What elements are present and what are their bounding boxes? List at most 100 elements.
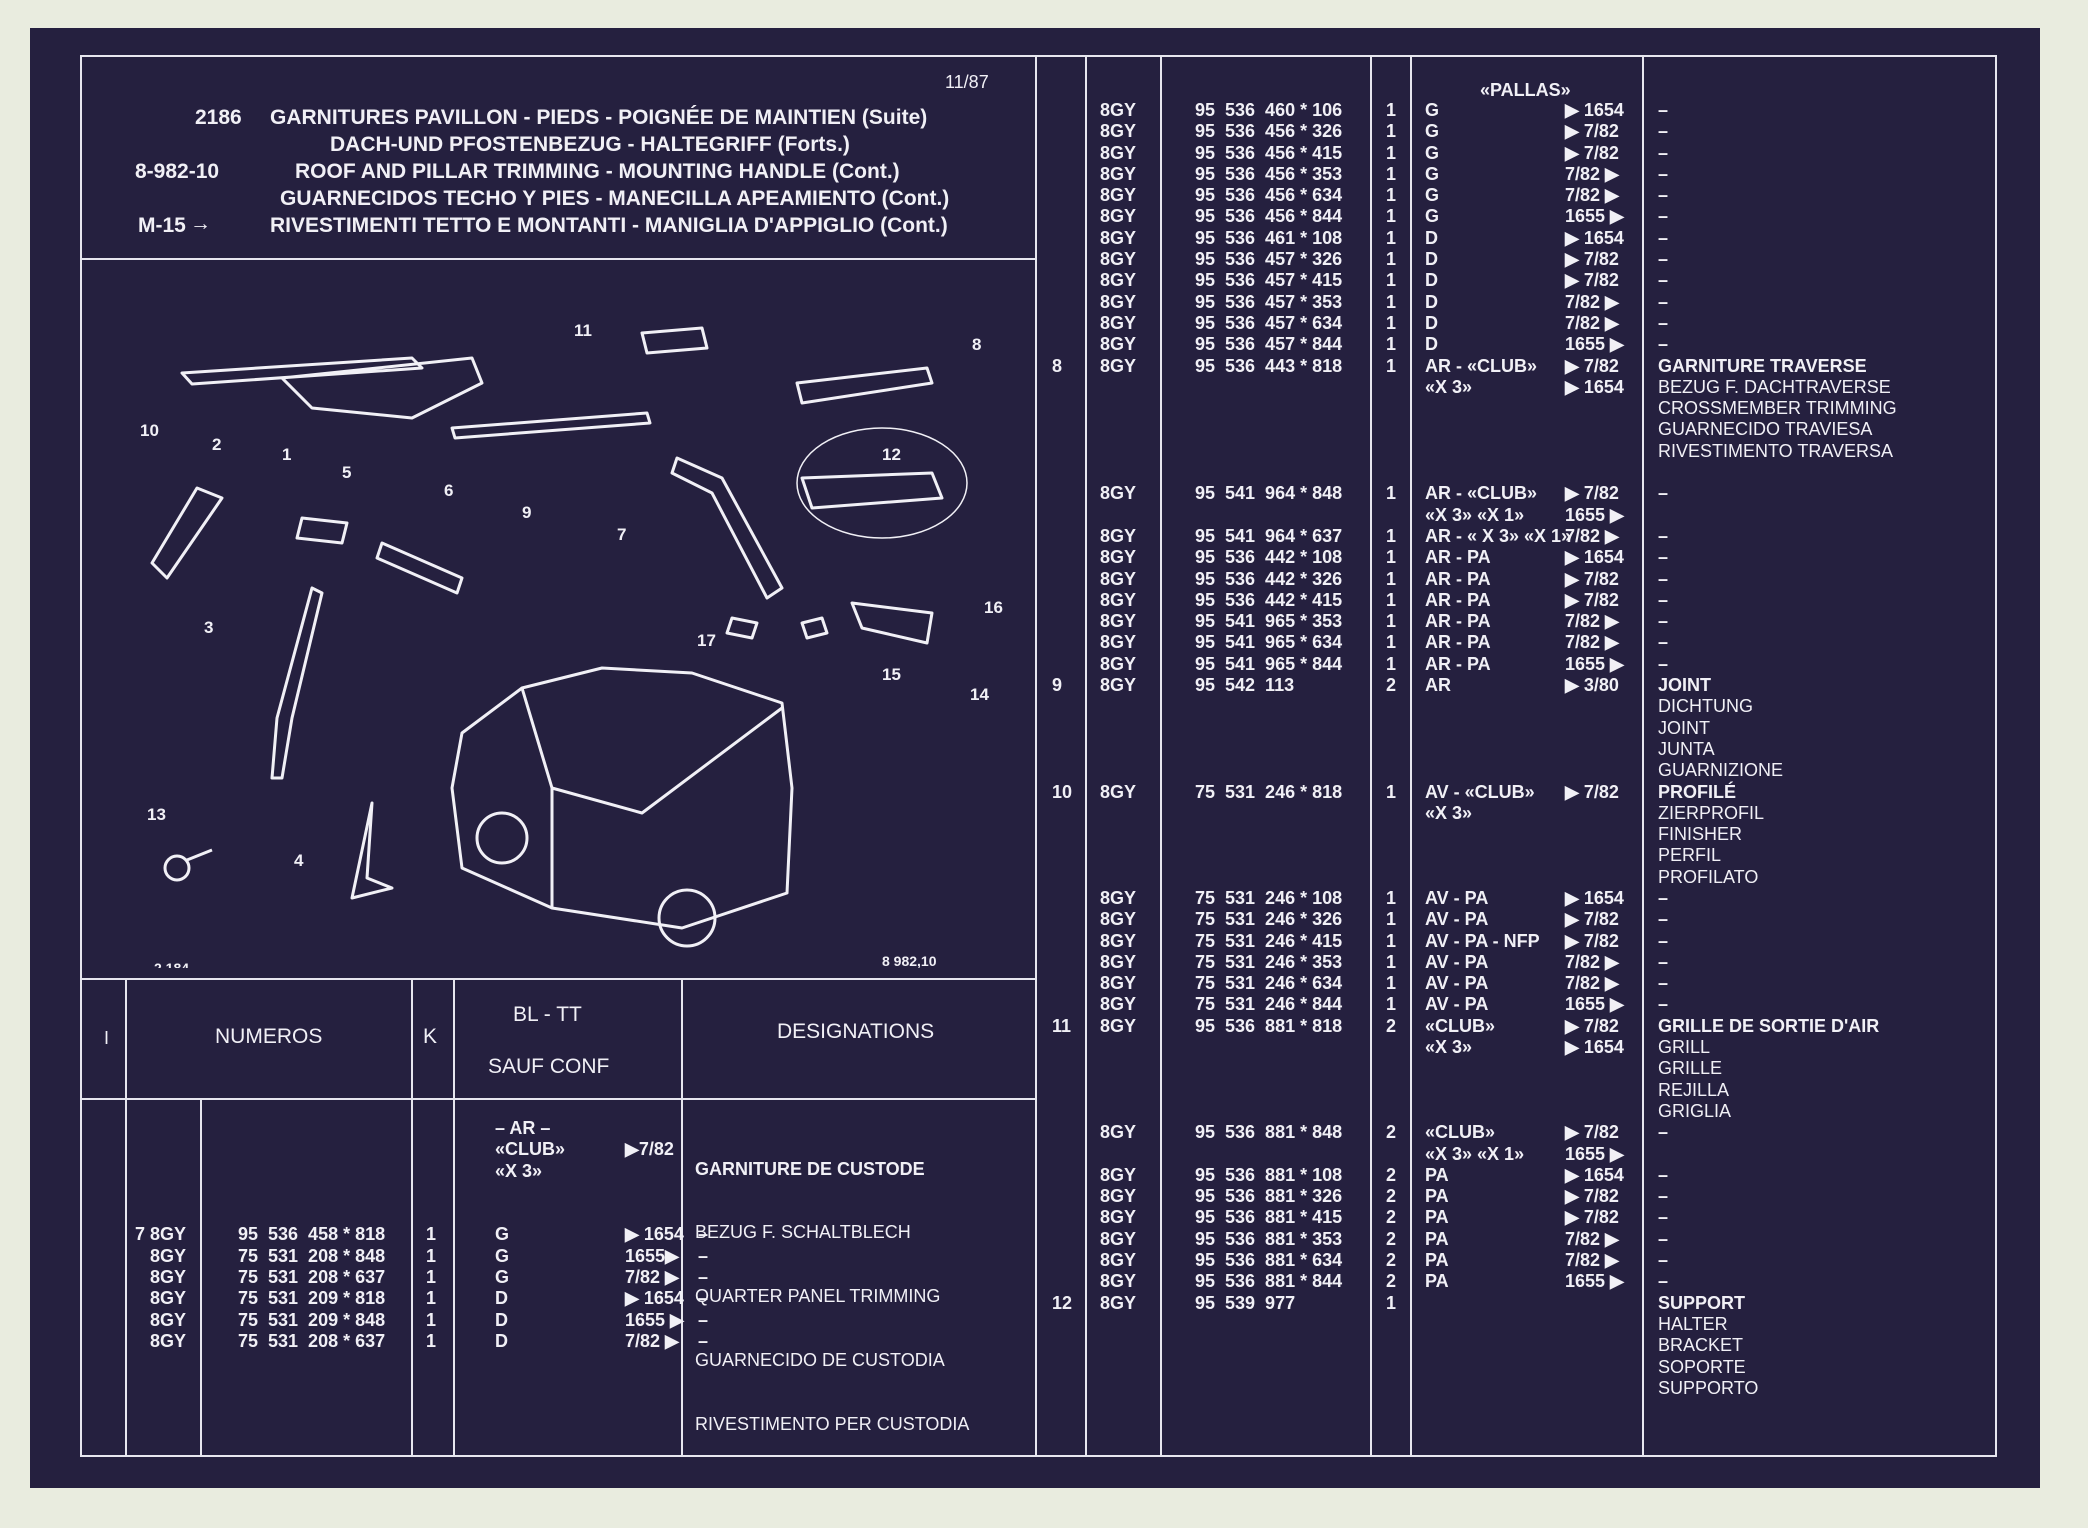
cell-pfx: 8GY (150, 1309, 187, 1330)
cell-date: 7/82 ▶ (1565, 312, 1619, 333)
cell-des: HALTER (1658, 1313, 1728, 1334)
table-row: «X 3» (30, 1161, 1035, 1182)
table-row: «CLUB» ▶7/82 (30, 1139, 1035, 1160)
cell-date: ▶ 7/82 (1565, 568, 1619, 589)
cell-k: 1 (1386, 547, 1397, 568)
cell-pfx: 8GY (1100, 547, 1137, 568)
cell-des: – (698, 1245, 709, 1266)
header-title-fr: GARNITURES PAVILLON - PIEDS - POIGNÉE DE… (270, 106, 928, 129)
screw-part (725, 616, 759, 640)
cell-i: 10 (1052, 781, 1073, 802)
table-row: «X 3» «X 1»1655 ▶ (30, 505, 2040, 526)
cell-num: 95 536 881 * 844 (1195, 1271, 1343, 1292)
cell-des: – (1658, 1271, 1669, 1292)
cell-pfx: 8GY (1100, 1228, 1137, 1249)
cell-conf: AV - PA - NFP (1425, 930, 1540, 951)
col-rule (1370, 57, 1372, 1455)
cell-conf: D (1425, 270, 1438, 291)
cell-des: PROFILÉ (1658, 781, 1737, 802)
cell-des: – (1658, 1186, 1669, 1207)
cell-conf: G (1425, 185, 1440, 206)
diagram-callout: 3 (204, 618, 213, 637)
cell-des: GUARNECIDO TRAVIESA (1658, 419, 1873, 440)
cell-num: 95 541 965 * 844 (1195, 653, 1343, 674)
cell-num: 95 542 113 (1195, 675, 1295, 696)
left-designation-block: GARNITURE DE CUSTODE BEZUG F. SCHALTBLEC… (695, 1116, 969, 1478)
diagram-callout: 17 (697, 631, 716, 650)
table-row: GUARNIZIONE (30, 760, 2040, 781)
cell-date: 1655 ▶ (1565, 334, 1624, 355)
col-rule (681, 978, 683, 1455)
cell-des: – (1658, 909, 1669, 930)
cell-num: 95 539 977 (1195, 1292, 1296, 1313)
cell-conf: «CLUB» (495, 1139, 566, 1160)
handle-part (850, 601, 934, 645)
cell-date: ▶ 7/82 (1565, 589, 1619, 610)
cell-pfx: 8GY (1100, 100, 1137, 120)
cell-des: SUPPORTO (1658, 1377, 1759, 1398)
table-header-bottom-rule (82, 1098, 1037, 1100)
col-header-sauf-conf: SAUF CONF (488, 1055, 610, 1078)
cell-des: – (698, 1267, 709, 1288)
cell-conf: PA (1425, 1207, 1449, 1228)
cell-num: 95 536 456 * 634 (1195, 185, 1343, 206)
cell-des: ZIERPROFIL (1658, 802, 1765, 823)
cell-num: 75 531 208 * 637 (238, 1267, 386, 1288)
cell-k: 1 (1386, 121, 1397, 142)
cell-conf: «X 3» (1425, 802, 1473, 823)
cell-num: 75 531 246 * 415 (1195, 930, 1343, 951)
left-panel-divider (1035, 57, 1037, 1455)
cell-conf: «CLUB» (1425, 1015, 1496, 1036)
cell-pfx: 8GY (1100, 951, 1137, 972)
cell-k: 1 (1386, 653, 1397, 674)
cell-date: ▶7/82 (625, 1139, 674, 1160)
col-rule (453, 978, 455, 1455)
left-designation-line: GUARNECIDO DE CUSTODIA (695, 1350, 945, 1371)
table-row: RIVESTIMENTO TRAVERSA (30, 441, 2040, 462)
cell-conf: AR - PA (1425, 589, 1491, 610)
cell-des: GRILLE DE SORTIE D'AIR (1658, 1015, 1880, 1036)
cell-pfx: 8GY (1100, 675, 1137, 696)
cell-conf: «CLUB» (1425, 1122, 1496, 1143)
cell-des: – (1658, 973, 1669, 994)
diagram-callout: 8 (972, 335, 981, 354)
cell-date: 1655 ▶ (1565, 206, 1624, 227)
cell-date: ▶ 7/82 (1565, 781, 1619, 802)
cell-date: ▶ 1654 (625, 1288, 684, 1309)
cell-k: 2 (1386, 1164, 1397, 1185)
cell-pfx: 8GY (1100, 1292, 1137, 1313)
cell-des: – (1658, 227, 1669, 248)
cell-k: 1 (1386, 568, 1397, 589)
cell-conf: AR - «CLUB» (1425, 355, 1538, 376)
cell-num: 95 536 460 * 106 (1195, 100, 1343, 120)
cell-des: SUPPORT (1658, 1292, 1746, 1313)
table-row: PROFILATO (30, 867, 2040, 888)
cell-num: 75 531 246 * 818 (1195, 781, 1343, 802)
table-row: CROSSMEMBER TRIMMING (30, 398, 2040, 419)
cell-des: – (1658, 1122, 1669, 1143)
cell-k: 1 (1386, 611, 1397, 632)
cell-k: 1 (1386, 483, 1397, 504)
table-row: JOINT (30, 718, 2040, 739)
table-row: «X 3» ZIERPROFIL (30, 803, 2040, 824)
cell-des: – (1658, 1228, 1669, 1249)
cell-des: – (1658, 483, 1669, 504)
cell-pfx: 8GY (1100, 1186, 1137, 1207)
diagram-callout: 16 (984, 598, 1003, 617)
cell-pfx: 8GY (1100, 930, 1137, 951)
cell-k: 1 (1386, 227, 1397, 248)
